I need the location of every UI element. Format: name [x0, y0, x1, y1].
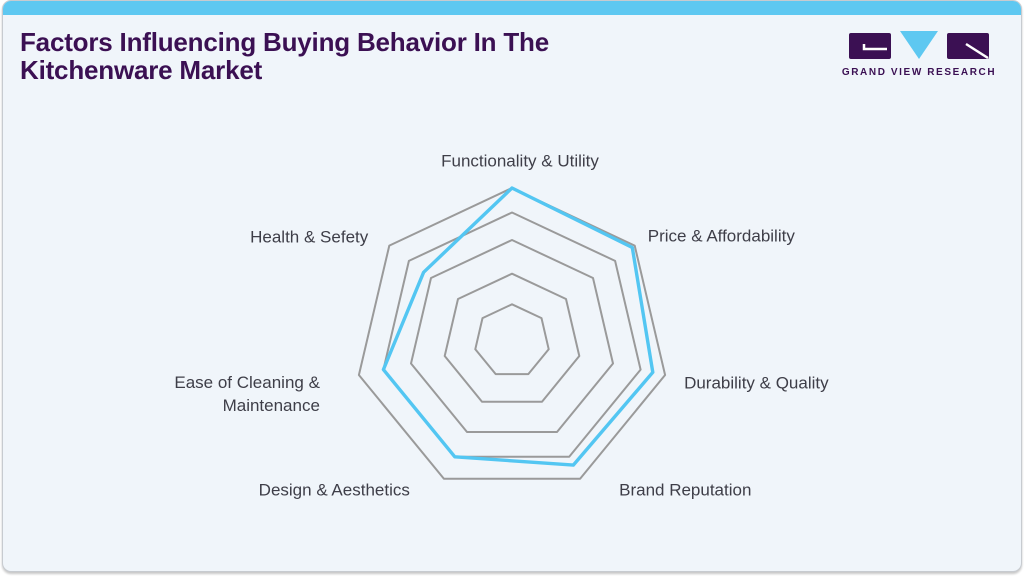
- grand-view-research-logo: GRAND VIEW RESEARCH: [841, 31, 997, 78]
- logo-g-icon: [849, 33, 891, 59]
- page-title: Factors Influencing Buying Behavior In T…: [20, 28, 549, 84]
- radar-grid-ring: [443, 272, 581, 403]
- axis-label: Health & Sefety: [250, 227, 369, 247]
- axis-label: Price & Affordability: [647, 226, 795, 246]
- page-title-line-2: Kitchenware Market: [20, 55, 263, 85]
- radar-grid-ring: [382, 211, 642, 458]
- top-accent-bar: [3, 1, 1021, 15]
- radar-grid-ring: [410, 239, 614, 433]
- radar-series-line: [381, 186, 655, 467]
- axis-label: Design & Aesthetics: [258, 480, 410, 500]
- radar-grid-ring: [474, 303, 550, 376]
- radar-grid-ring: [357, 187, 667, 480]
- logo-r-icon: [947, 33, 989, 59]
- logo-text: GRAND VIEW RESEARCH: [841, 67, 997, 78]
- logo-v-icon: [900, 31, 938, 59]
- logo-shapes: [849, 31, 989, 61]
- axis-label: Ease of Cleaning & Maintenance: [174, 373, 320, 416]
- axis-label: Brand Reputation: [619, 480, 752, 500]
- axis-label: Functionality & Utility: [441, 151, 599, 171]
- axis-label: Durability & Quality: [684, 373, 829, 393]
- page-title-line-1: Factors Influencing Buying Behavior In T…: [20, 27, 549, 57]
